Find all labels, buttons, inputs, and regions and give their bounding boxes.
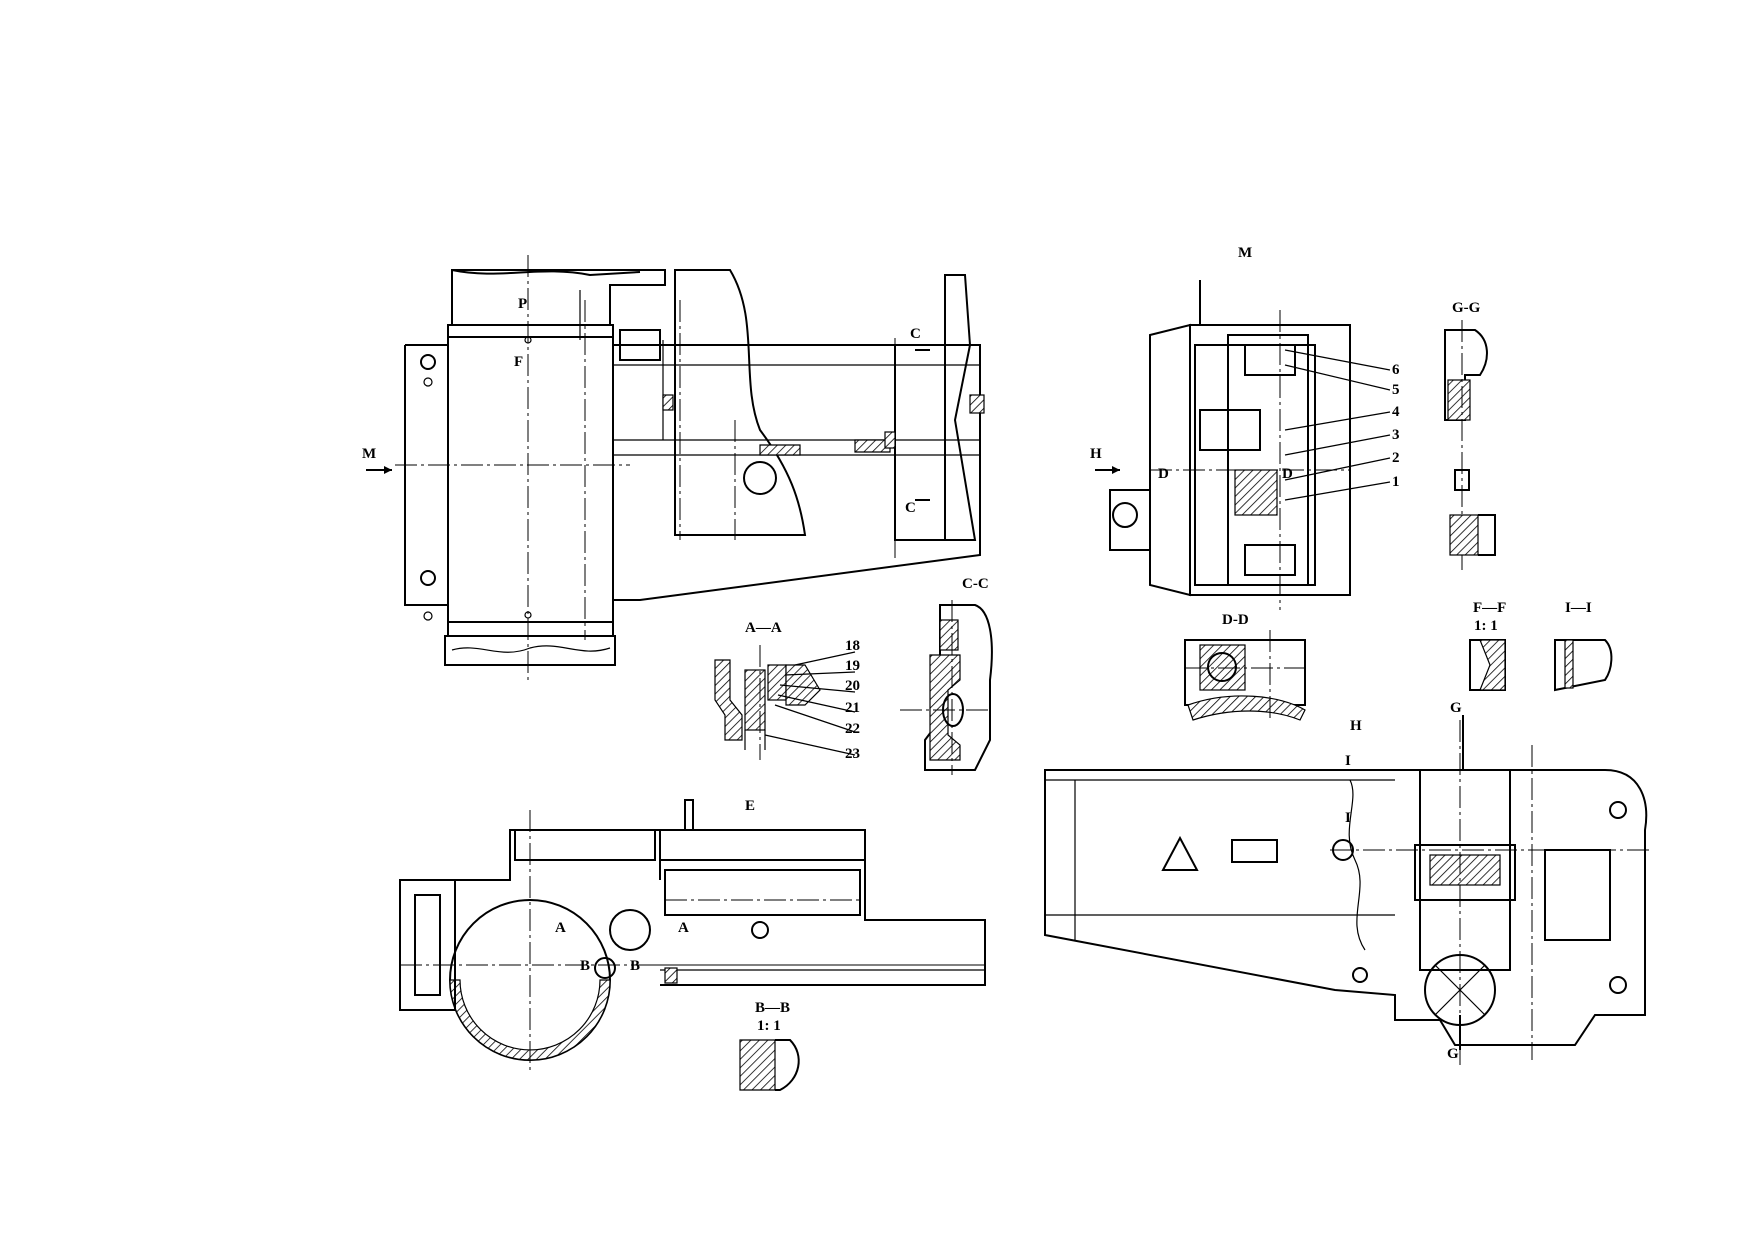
callout-23: 23 [845,746,860,762]
section-ff-scale: 1: 1 [1474,618,1498,634]
p-marker: P [518,296,527,312]
i-marker-bottom: I [1345,810,1351,826]
callout-4: 4 [1392,404,1400,420]
callout-22: 22 [845,721,860,737]
section-bb [739,1039,800,1091]
i-marker-top: I [1345,753,1351,769]
b-marker-left: B [580,958,590,974]
section-ii [1554,639,1613,692]
section-gg [1444,320,1496,570]
callout-5: 5 [1392,382,1400,398]
m-arrow-label: M [362,446,376,462]
d-marker-left: D [1158,466,1169,482]
callout-20: 20 [845,678,860,694]
h-arrow-label: H [1090,446,1102,462]
c-marker-bottom: C [905,500,916,516]
a-marker-left: A [555,920,566,936]
h-view [1044,715,1650,1065]
b-marker-right: B [630,958,640,974]
g-marker-top: G [1450,700,1462,716]
f-marker: F [514,354,523,370]
callout-21: 21 [845,700,860,716]
section-ff-title: F—F [1473,600,1506,616]
callout-3: 3 [1392,427,1400,443]
section-cc [900,600,993,775]
c-marker-top: C [910,326,921,342]
section-dd-title: D-D [1222,612,1249,628]
section-aa [714,645,856,760]
callout-19: 19 [845,658,860,674]
section-cc-title: C-C [962,576,989,592]
section-gg-title: G-G [1452,300,1481,316]
m-view-title: M [1238,245,1252,261]
plan-view [399,799,986,1070]
callout-18: 18 [845,638,860,654]
g-marker-bottom: G [1447,1046,1459,1062]
d-marker-right: D [1282,466,1293,482]
section-dd [1184,630,1306,721]
main-front-view [366,255,985,680]
section-bb-scale: 1: 1 [757,1018,781,1034]
h-view-title: H [1350,718,1362,734]
e-marker: E [745,798,755,814]
section-aa-title: A—A [745,620,782,636]
callout-2: 2 [1392,450,1400,466]
section-bb-title: B—B [755,1000,790,1016]
section-ff [1469,639,1506,691]
callout-1: 1 [1392,474,1400,490]
callout-6: 6 [1392,362,1400,378]
section-ii-title: I—I [1565,600,1592,616]
m-view [1095,280,1391,610]
a-marker-right: A [678,920,689,936]
